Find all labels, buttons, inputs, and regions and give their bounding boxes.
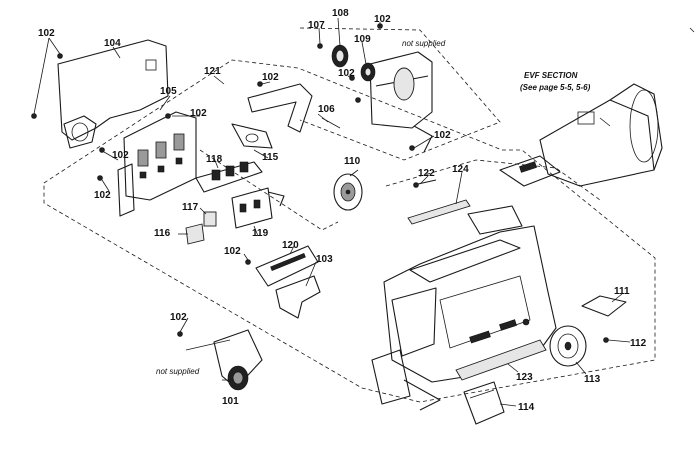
label-115: 115 — [262, 152, 279, 163]
label-123: 123 — [516, 372, 533, 383]
part-110-gear — [333, 173, 363, 211]
label-117: 117 — [182, 202, 199, 213]
label-103: 103 — [316, 254, 333, 265]
part-104-bracket — [57, 39, 169, 149]
part-upper-assembly — [369, 51, 433, 153]
part-122-screw — [413, 179, 437, 188]
part-108-gear — [331, 44, 349, 68]
label-112: 112 — [630, 338, 647, 349]
label-108: 108 — [332, 8, 349, 19]
label-102-h: 102 — [374, 14, 391, 25]
label-102-e: 102 — [94, 190, 111, 201]
evf-section-title: EVF SECTION — [524, 71, 578, 80]
label-110: 110 — [344, 156, 361, 167]
part-105-board — [117, 111, 197, 217]
part-evf-section — [499, 83, 663, 187]
label-120: 120 — [282, 240, 299, 251]
part-116-knob — [185, 223, 205, 245]
note-not-supplied-lower: not supplied — [156, 367, 200, 376]
part-101-jack — [185, 329, 263, 391]
part-117-knob — [203, 211, 217, 227]
label-102-i: 102 — [338, 68, 355, 79]
assembly-outline-121 — [43, 59, 656, 403]
note-not-supplied-upper: not supplied — [402, 39, 446, 48]
label-102-j: 102 — [434, 130, 451, 141]
part-109-gear — [360, 62, 376, 82]
part-114-cover — [463, 381, 505, 425]
assembly-outline-upper — [299, 27, 501, 161]
label-124: 124 — [452, 164, 469, 175]
label-118: 118 — [206, 154, 223, 165]
label-102-f: 102 — [224, 246, 241, 257]
label-102-g: 102 — [170, 312, 187, 323]
label-107: 107 — [308, 20, 325, 31]
label-106: 106 — [318, 104, 335, 115]
label-105: 105 — [160, 86, 177, 97]
assembly-outline-evf — [385, 159, 601, 201]
leader-lines — [33, 17, 631, 407]
label-114: 114 — [518, 402, 535, 413]
label-113: 113 — [584, 374, 601, 385]
part-119-switch — [231, 187, 285, 229]
part-118-switch-block — [195, 161, 263, 193]
part-120-panel — [255, 245, 319, 287]
label-102-a: 102 — [38, 28, 55, 39]
label-102-c: 102 — [190, 108, 207, 119]
label-101: 101 — [222, 396, 239, 407]
label-116: 116 — [154, 228, 171, 239]
label-102-d: 102 — [112, 150, 129, 161]
part-123-strip — [455, 339, 547, 381]
label-122: 122 — [418, 168, 435, 179]
part-111-lever — [581, 295, 627, 317]
part-113-wheel — [549, 325, 587, 367]
evf-section-reference: (See page 5-5, 5-6) — [520, 83, 591, 92]
label-111: 111 — [614, 286, 630, 297]
corner-mark — [689, 27, 695, 33]
label-109: 109 — [354, 34, 371, 45]
part-106-bracket — [231, 83, 341, 149]
assembly-outline-connector — [199, 149, 339, 231]
part-124-strip — [407, 199, 471, 225]
label-104: 104 — [104, 38, 121, 49]
label-102-b: 102 — [262, 72, 279, 83]
label-119: 119 — [252, 228, 269, 239]
part-103-plate — [275, 275, 321, 319]
part-main-chassis — [371, 205, 557, 411]
label-121: 121 — [204, 66, 221, 77]
